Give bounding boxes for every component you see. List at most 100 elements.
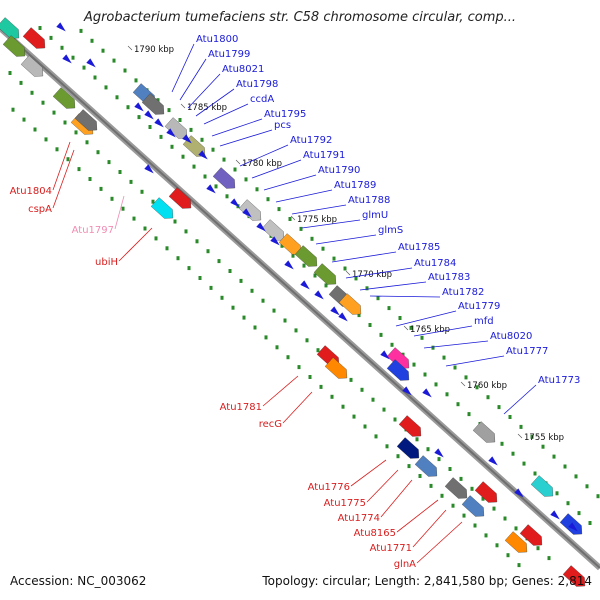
gene-label[interactable]: glmS [378,225,403,236]
gene-label[interactable]: Atu1795 [264,109,306,120]
gene-block [474,481,498,503]
gene-label[interactable]: Atu1775 [324,498,366,509]
track-dot [596,494,600,499]
gene-label[interactable]: Atu1783 [428,272,470,283]
gene-label[interactable]: Atu1781 [220,402,262,413]
gene-label[interactable]: Atu1777 [506,346,548,357]
strand-arrow [422,388,432,398]
gene-label[interactable]: Atu1789 [334,180,376,191]
track-dot [456,402,460,407]
gene-block [168,187,192,209]
track-dot [305,338,309,343]
gene-label[interactable]: Atu8020 [490,331,532,342]
strand-arrow [144,164,154,174]
track-dot [143,226,147,231]
gene-label[interactable]: Atu1798 [236,79,278,90]
gene-label[interactable]: Atu1784 [414,258,456,269]
track-dot [503,516,507,521]
strand-arrow [568,522,578,532]
track-dot [464,375,468,380]
track-dot [77,167,81,172]
gene-label[interactable]: recG [259,419,282,430]
gene-label[interactable]: ccdA [250,94,274,105]
track-dot [192,164,196,169]
label-leader-line [331,251,397,263]
gene-label[interactable]: Atu1792 [290,135,332,146]
gene-label[interactable]: Atu1797 [72,225,114,236]
track-dot [275,345,279,350]
strand-arrow [314,290,324,300]
strand-arrow [488,456,498,466]
gene-label[interactable]: mfd [474,316,494,327]
gene-label[interactable]: Atu1773 [538,375,580,386]
gene-label[interactable]: Atu1782 [442,287,484,298]
tick-label: 1780 kbp [242,159,282,169]
track-dot [286,355,290,360]
gene-label[interactable]: ubiH [95,257,118,268]
gene-block [2,35,26,57]
track-dot [387,306,391,311]
track-dot [140,189,144,194]
label-leader-line [503,384,537,415]
track-dot [85,140,89,145]
gene-label[interactable]: Atu1799 [208,49,250,60]
gene-label[interactable]: Atu1790 [318,165,360,176]
track-dot [154,236,158,241]
gene-label[interactable]: Atu1776 [308,482,350,493]
strand-arrow [550,510,560,520]
label-leader-line [369,295,441,298]
track-dot [104,85,108,90]
track-dot [475,385,479,390]
label-leader-line [291,204,347,215]
track-dot [514,526,518,531]
label-leader-line [262,375,299,407]
track-dot [434,382,438,387]
strand-arrow [380,350,390,360]
track-dot [324,283,328,288]
gene-label[interactable]: glmU [362,210,388,221]
track-dot [266,197,270,202]
gene-label[interactable]: Atu1774 [338,513,380,524]
track-dot [423,372,427,377]
gene-block [0,17,20,39]
gene-label[interactable]: Atu1788 [348,195,390,206]
track-dot [253,325,257,330]
label-leader-line [114,195,125,230]
gene-label[interactable]: Atu1779 [458,301,500,312]
gene-label[interactable]: Atu8021 [222,64,264,75]
gene-block [238,199,262,221]
track-dot [470,486,474,491]
track-dot [547,556,551,561]
gene-label[interactable]: Atu1791 [303,150,345,161]
gene-block [164,117,188,139]
gene-label[interactable]: Atu1804 [10,186,52,197]
track-dot [393,417,397,422]
gene-label[interactable]: pcs [274,120,291,131]
gene-label[interactable]: Atu1800 [196,34,238,45]
track-dot [484,533,488,538]
track-dot [52,110,56,115]
track-dot [360,387,364,392]
label-leader-line [301,219,361,229]
track-dot [297,365,301,370]
track-dot [74,130,78,135]
gene-label[interactable]: Atu8165 [354,528,396,539]
track-dot [71,55,75,60]
track-dot [310,236,314,241]
track-dot [189,127,193,132]
strand-arrow [154,118,164,128]
track-dot [225,194,229,199]
track-dot [409,325,413,330]
gene-block [141,93,165,115]
track-dot [244,177,248,182]
gene-label[interactable]: glnA [394,559,416,570]
gene-label[interactable]: Atu1785 [398,242,440,253]
track-dot [187,266,191,271]
track-dot [129,179,133,184]
track-dot [118,170,122,174]
label-leader-line [416,521,463,564]
gene-label[interactable]: Atu1771 [370,543,412,554]
track-dot [473,523,477,528]
gene-label[interactable]: cspA [28,204,52,215]
